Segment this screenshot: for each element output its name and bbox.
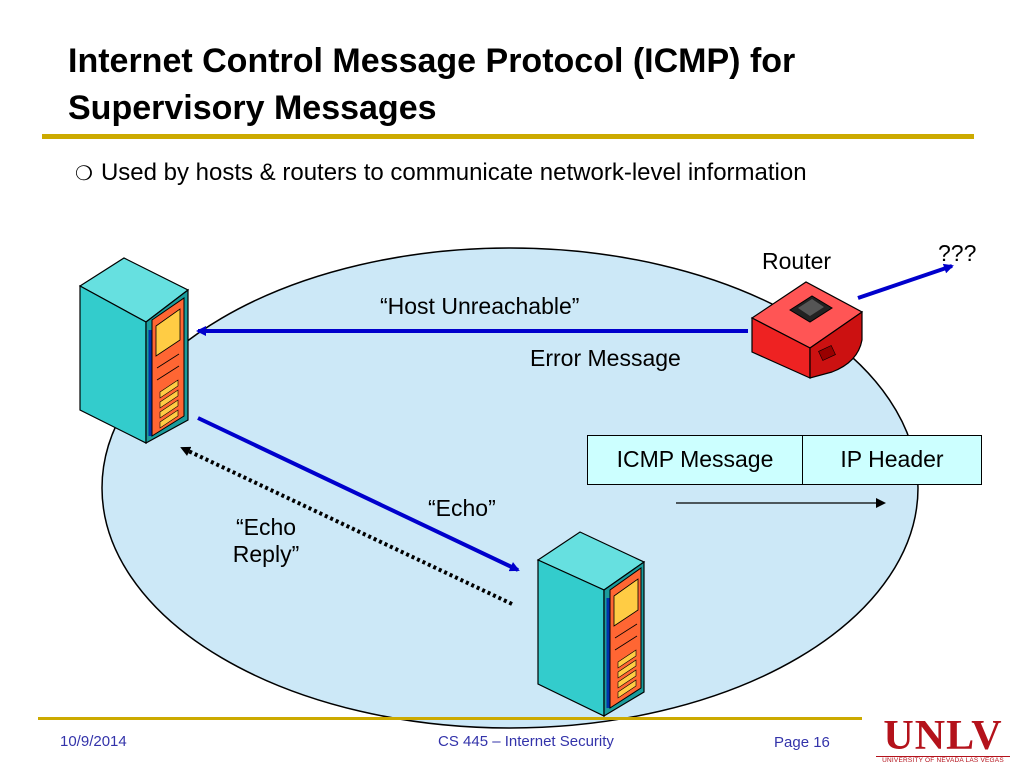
host-server-icon xyxy=(78,257,190,445)
host-unreachable-label: “Host Unreachable” xyxy=(380,293,580,319)
ip-header-cell: IP Header xyxy=(840,446,944,472)
echo-arrow xyxy=(197,416,520,572)
bullet-text: Used by hosts & routers to communicate n… xyxy=(100,159,807,186)
echo-reply-arrow xyxy=(180,446,513,606)
footer-course: CS 445 – Internet Security xyxy=(438,733,614,750)
logo-wordmark: UNLV xyxy=(883,713,1003,759)
bullet-point: ❍ Used by hosts & routers to communicate … xyxy=(75,158,807,189)
router-label: Router xyxy=(762,248,832,274)
error-message-label: Error Message xyxy=(530,345,681,371)
title-divider xyxy=(42,134,974,139)
footer-date: 10/9/2014 xyxy=(60,733,127,750)
unknown-destination-label: ??? xyxy=(938,240,977,266)
icmp-message-cell: ICMP Message xyxy=(588,436,803,484)
unlv-logo: UNLV UNIVERSITY OF NEVADA LAS VEGAS xyxy=(876,713,1010,765)
footer-page: Page 16 xyxy=(774,734,830,751)
footer-divider xyxy=(38,717,862,720)
destination-server-icon xyxy=(536,531,646,718)
router-outbound-arrow xyxy=(857,263,954,300)
logo-subtitle: UNIVERSITY OF NEVADA LAS VEGAS xyxy=(876,756,1010,765)
router-icon xyxy=(750,281,864,379)
bullet-marker-icon: ❍ xyxy=(75,163,93,185)
slide-title: Internet Control Message Protocol (ICMP)… xyxy=(68,42,796,127)
echo-reply-line-2: Reply” xyxy=(232,541,300,567)
network-ellipse xyxy=(101,247,919,729)
echo-reply-label: “Echo Reply” xyxy=(216,514,316,568)
echo-reply-line-1: “Echo xyxy=(235,514,297,540)
echo-label: “Echo” xyxy=(428,495,496,521)
icmp-packet: ICMP Message IP Header xyxy=(587,435,982,485)
